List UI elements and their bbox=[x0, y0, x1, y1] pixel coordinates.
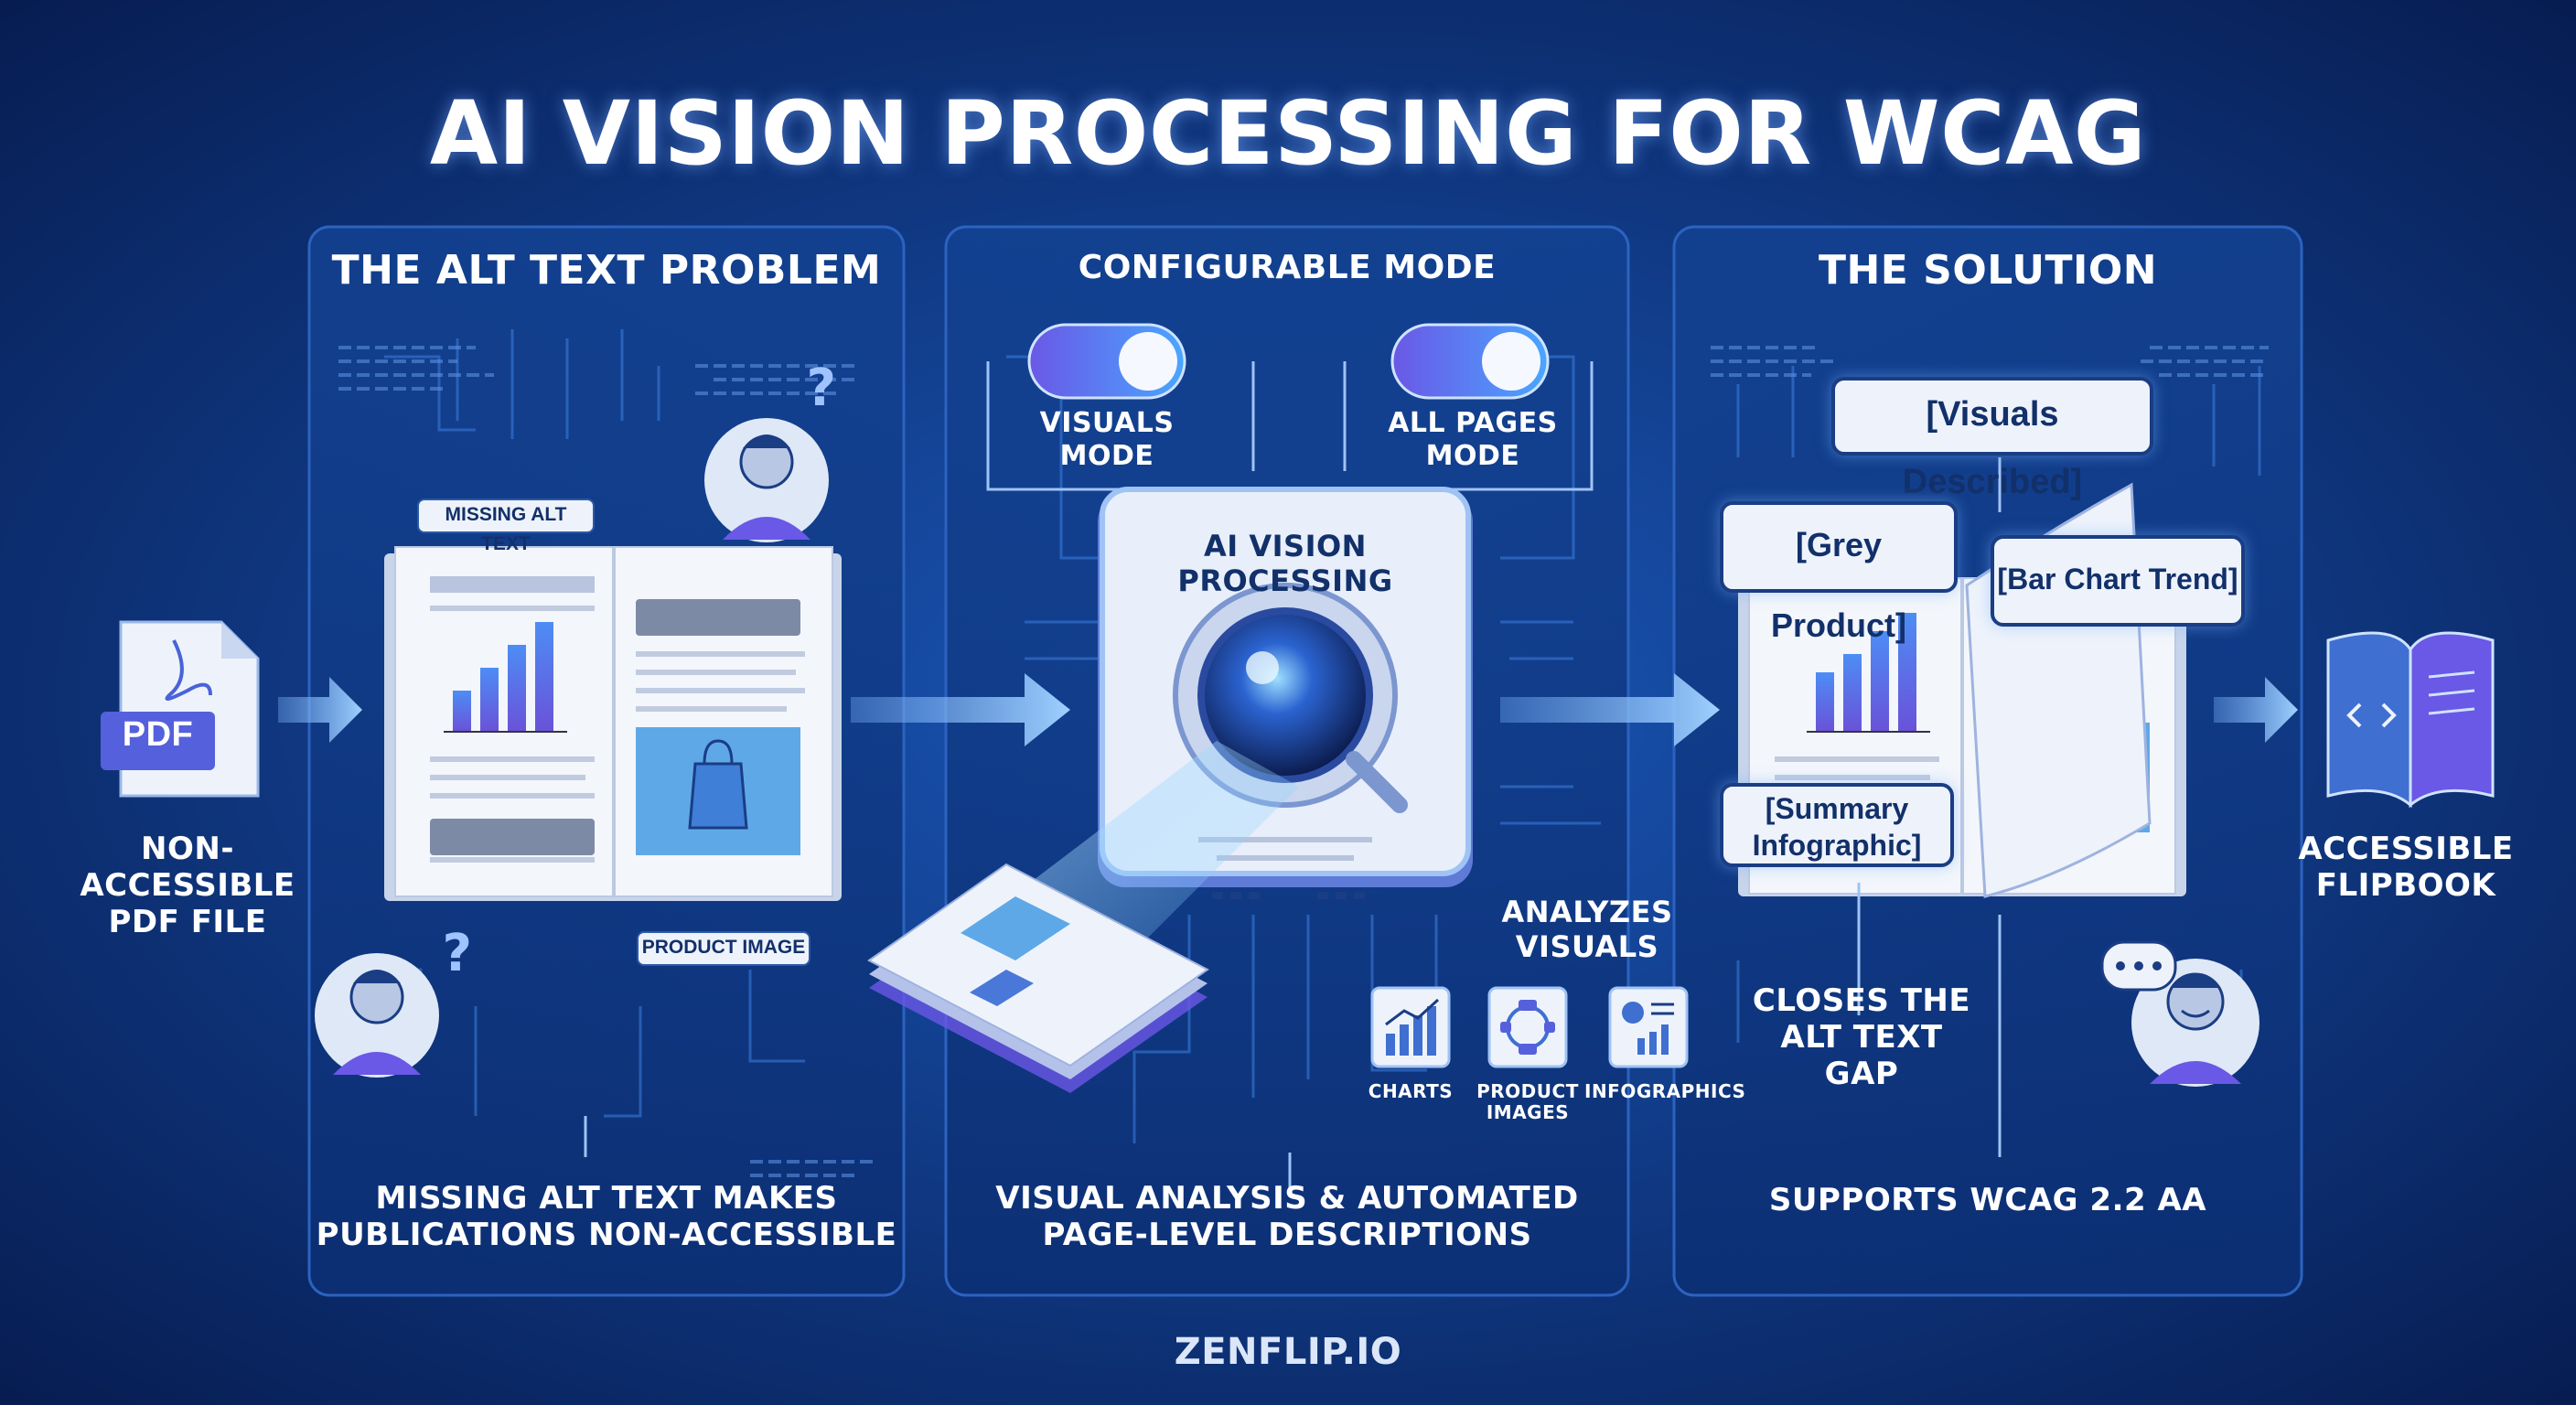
arrow-right-icon bbox=[1500, 673, 1720, 746]
flipbook-icon bbox=[2326, 631, 2495, 809]
all-pages-mode-toggle bbox=[1390, 323, 1550, 400]
visuals-mode-label: VISUALS MODE bbox=[1039, 407, 1175, 472]
flipbook-caption: ACCESSIBLE FLIPBOOK bbox=[2298, 831, 2514, 904]
footer-brand: ZENFLIP.IO bbox=[1174, 1331, 1402, 1373]
open-book-problem bbox=[384, 546, 842, 901]
question-mark: ? bbox=[806, 359, 837, 418]
bar-chart-icon bbox=[1370, 986, 1451, 1068]
product-images-label: PRODUCT IMAGES bbox=[1476, 1080, 1579, 1123]
visuals-mode-toggle bbox=[1027, 323, 1186, 400]
arrow-right-icon bbox=[2214, 677, 2298, 743]
pdf-caption: NON-ACCESSIBLE PDF FILE bbox=[80, 831, 295, 940]
visuals-described-bubble: [Visuals Described] bbox=[1831, 377, 2153, 501]
summary-infographic-bubble: [Summary Infographic] bbox=[1720, 783, 1954, 867]
product-image-tag: PRODUCT IMAGE bbox=[637, 931, 810, 966]
code-lines bbox=[338, 346, 2269, 1177]
pdf-file-icon bbox=[101, 620, 260, 798]
problem-heading: THE ALT TEXT PROBLEM bbox=[331, 247, 882, 294]
solution-heading: THE SOLUTION bbox=[1818, 247, 2158, 294]
bar-chart-trend-bubble: [Bar Chart Trend] bbox=[1991, 535, 2245, 627]
all-pages-mode-label: ALL PAGES MODE bbox=[1388, 407, 1558, 472]
target-icon bbox=[1487, 986, 1568, 1068]
happy-person-icon bbox=[2131, 959, 2259, 1087]
problem-caption: MISSING ALT TEXT MAKES PUBLICATIONS NON-… bbox=[316, 1180, 897, 1253]
grey-product-bubble: [Grey Product] bbox=[1720, 501, 1958, 644]
closes-gap-label: CLOSES THE ALT TEXT GAP bbox=[1752, 982, 1971, 1092]
shopping-bag-icon bbox=[688, 739, 748, 830]
solution-caption: SUPPORTS WCAG 2.2 AA bbox=[1768, 1182, 2207, 1218]
confused-person-icon bbox=[315, 953, 439, 1078]
missing-alt-tag: MISSING ALT TEXT bbox=[417, 499, 595, 554]
pdf-label: PDF bbox=[122, 715, 194, 754]
config-caption: VISUAL ANALYSIS & AUTOMATED PAGE-LEVEL D… bbox=[995, 1180, 1579, 1253]
analyzes-label: ANALYZES VISUALS bbox=[1501, 895, 1673, 964]
arrow-right-icon bbox=[278, 677, 362, 743]
confused-person-icon bbox=[704, 418, 829, 542]
charts-label: CHARTS bbox=[1368, 1080, 1454, 1102]
arrow-right-icon bbox=[851, 673, 1070, 746]
config-heading: CONFIGURABLE MODE bbox=[1078, 249, 1497, 286]
speech-bubble-icon bbox=[2100, 940, 2177, 992]
question-mark: ? bbox=[442, 924, 473, 983]
infographic-icon bbox=[1608, 986, 1689, 1068]
document-stack-icon bbox=[867, 863, 1209, 1093]
page-title: AI VISION PROCESSING FOR WCAG bbox=[429, 82, 2147, 185]
infographics-label: INFOGRAPHICS bbox=[1584, 1080, 1746, 1102]
processor-label: AI VISION PROCESSING bbox=[1177, 529, 1393, 598]
